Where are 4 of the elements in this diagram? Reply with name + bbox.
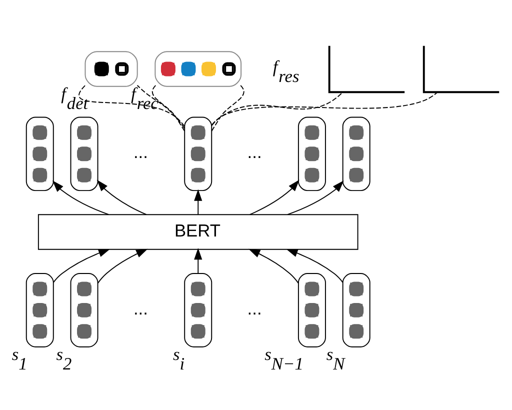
label: ... [247, 142, 262, 162]
label: ... [133, 142, 148, 162]
label: ... [247, 298, 262, 318]
label: ... [133, 298, 148, 318]
